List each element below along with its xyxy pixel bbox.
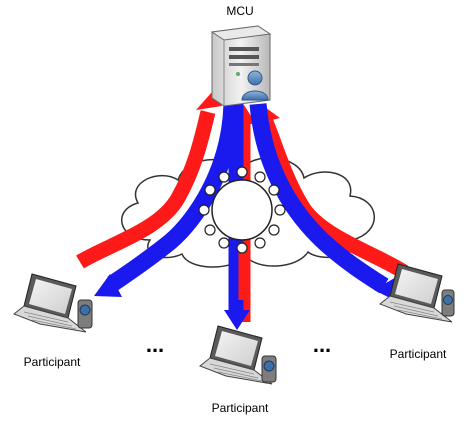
participant-label-center: Participant <box>212 401 269 415</box>
ellipsis-right: ... <box>313 332 331 357</box>
laptop-with-webcam-icon <box>379 263 455 323</box>
webcam-icon <box>441 289 455 317</box>
conference-table-icon <box>198 166 286 254</box>
ellipsis-left: ... <box>146 332 164 357</box>
laptop-with-webcam-icon <box>199 325 277 385</box>
webcam-icon <box>77 299 93 329</box>
server-with-user-icon <box>210 25 272 107</box>
downstream-arrows <box>94 103 398 330</box>
webcam-icon <box>261 355 277 383</box>
participant-label-right: Participant <box>390 347 447 361</box>
user-icon <box>241 70 269 101</box>
laptop-with-webcam-icon <box>13 273 93 333</box>
participant-label-left: Participant <box>24 355 81 369</box>
upstream-arrow-left <box>76 92 222 269</box>
server-label: MCU <box>226 4 253 18</box>
downstream-arrow-left <box>94 103 241 297</box>
